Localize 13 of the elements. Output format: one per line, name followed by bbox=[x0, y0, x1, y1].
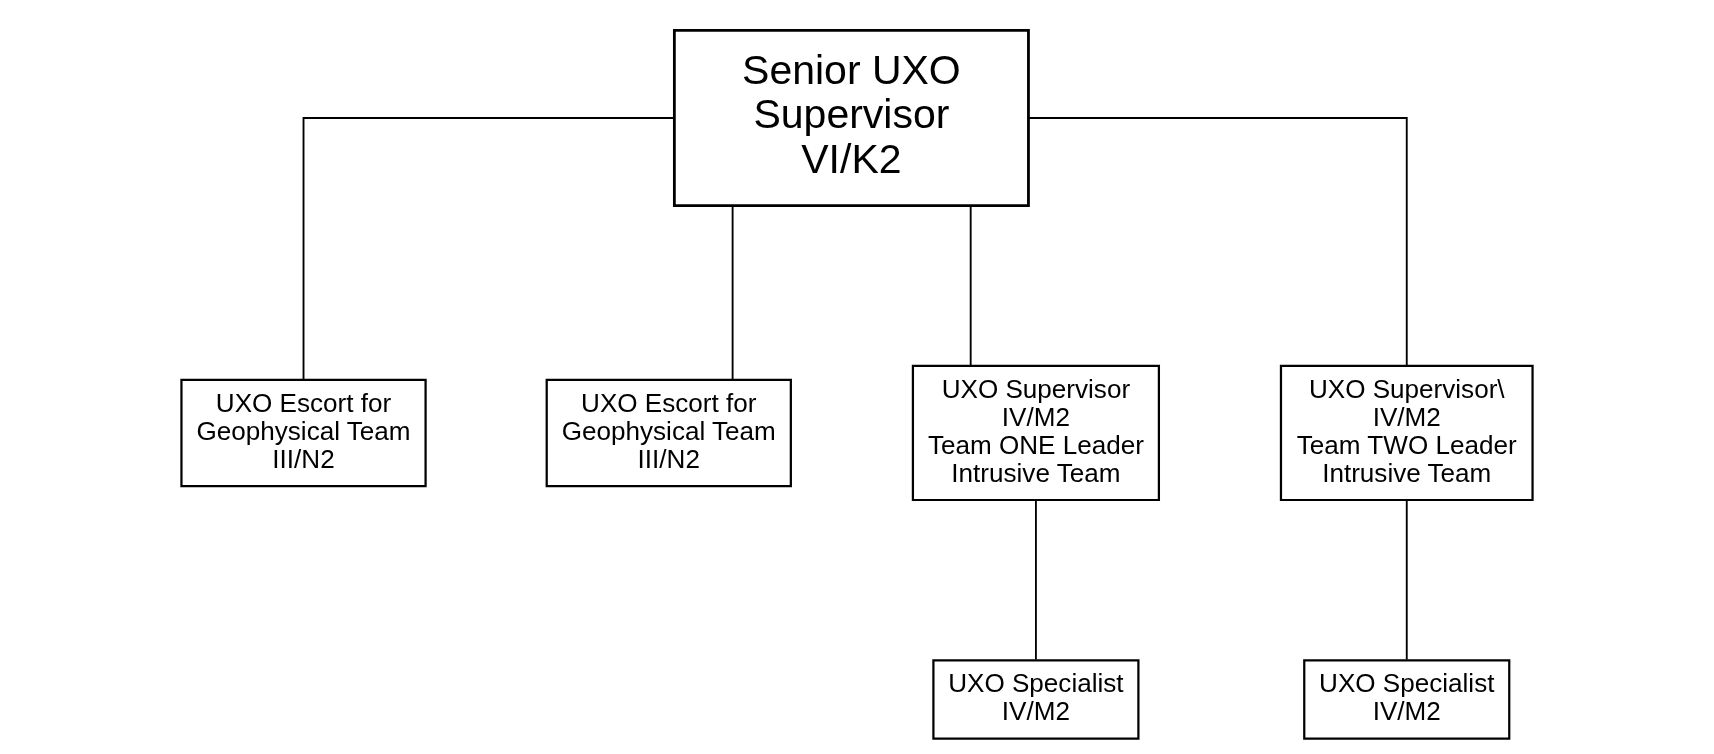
connector bbox=[969, 204, 972, 367]
node-box: UXO Supervisor IV/M2 Team ONE Leader Intrusive Team bbox=[911, 364, 1160, 502]
node-box: UXO Specialist IV/M2 bbox=[932, 659, 1140, 740]
node-box: Senior UXO Supervisor VI/K2 bbox=[672, 29, 1030, 207]
node-box: UXO Escort for Geophysical Team III/N2 bbox=[180, 378, 427, 488]
connector bbox=[731, 204, 734, 381]
connector bbox=[1034, 499, 1037, 661]
connector bbox=[1405, 499, 1408, 661]
node-box: UXO Escort for Geophysical Team III/N2 bbox=[545, 378, 792, 488]
connector bbox=[302, 117, 676, 381]
connector bbox=[1027, 117, 1408, 367]
node-box: UXO Supervisor\ IV/M2 Team TWO Leader Intrusive Team bbox=[1279, 364, 1534, 502]
node-box: UXO Specialist IV/M2 bbox=[1303, 659, 1511, 740]
